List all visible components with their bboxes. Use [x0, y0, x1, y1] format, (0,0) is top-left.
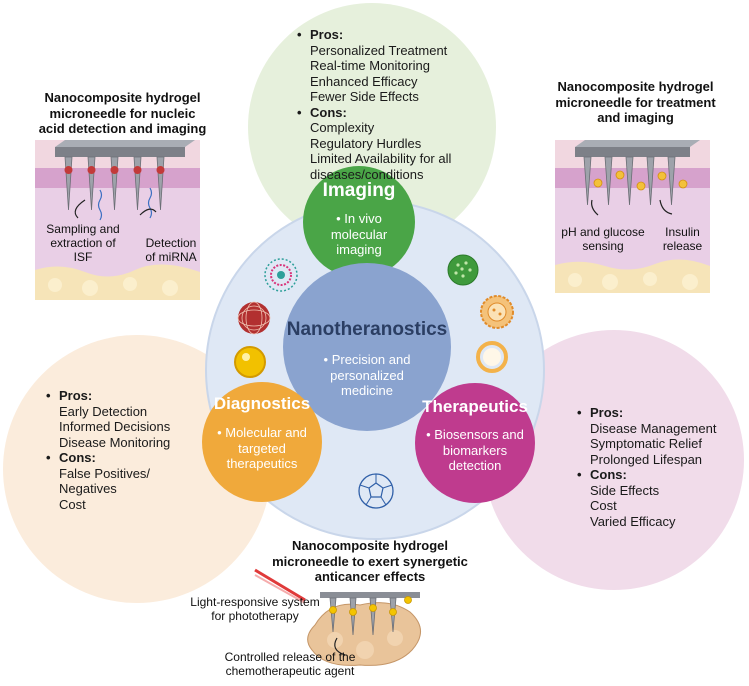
- left-label-b-1: Detection: [145, 236, 197, 250]
- right-label-a-2: sensing: [582, 239, 624, 253]
- imaging-con-2: Regulatory Hurdles: [310, 135, 422, 151]
- imaging-pro-1: Personalized Treatment: [310, 42, 448, 58]
- bottom-label-b-2: chemotherapeutic agent: [225, 664, 355, 678]
- therapeutics-pros-label: Pros:: [577, 405, 716, 421]
- imaging-pro-2: Real-time Monitoring: [310, 58, 430, 73]
- diagnostics-line-1: Molecular and: [225, 425, 307, 440]
- right-title-line-2: microneedle for treatment: [555, 94, 716, 110]
- therapeutics-line-2: biomarkers: [442, 442, 508, 458]
- therapeutics-pro-1: Disease Management: [590, 420, 717, 436]
- therapeutics-pros-cons: Pros: Disease Management Symptomatic Rel…: [577, 405, 717, 529]
- imaging-node: Imaging In vivo molecular imaging: [303, 166, 415, 278]
- nanotheranostics-node: Nanotheranostics Precision and personali…: [283, 263, 451, 431]
- bottom-label-a-2: for phototherapy: [211, 609, 299, 623]
- imaging-con-3: Limited Availability for all: [310, 151, 452, 166]
- therapeutics-line-3: detection: [448, 458, 502, 473]
- nanotheranostics-title: Nanotheranostics: [286, 319, 448, 340]
- left-title-line-3: acid detection and imaging: [38, 121, 207, 136]
- left-label-a-1: Sampling and: [46, 222, 120, 236]
- right-title-line-3: and imaging: [597, 110, 674, 125]
- diagnostics-pro-2: Informed Decisions: [59, 419, 171, 434]
- diagnostics-node: Diagnostics Molecular and targeted thera…: [202, 382, 322, 502]
- right-panel-title: Nanocomposite hydrogel microneedle for t…: [533, 79, 738, 126]
- diagnostics-line-3: therapeutics: [226, 456, 298, 471]
- imaging-con-4: diseases/conditions: [310, 166, 424, 182]
- right-label-a-1: pH and glucose: [561, 225, 645, 239]
- imaging-pros-label: Pros:: [297, 27, 451, 43]
- green-sphere-nanoparticle-icon: [447, 254, 479, 286]
- therapeutics-cons-label: Cons:: [577, 467, 716, 483]
- diagnostics-con-1: False Positives/: [59, 465, 151, 481]
- therapeutics-node: Therapeutics Biosensors and biomarkers d…: [415, 383, 535, 503]
- bottom-label-release: Controlled release of the chemotherapeut…: [210, 650, 370, 678]
- left-label-sampling: Sampling and extraction of ISF: [38, 222, 128, 264]
- bottom-label-a-1: Light-responsive system: [190, 595, 320, 609]
- right-label-b-2: release: [662, 239, 703, 253]
- left-label-a-3: ISF: [73, 250, 93, 264]
- bottom-label-b-1: Controlled release of the: [224, 650, 356, 664]
- center-line-1: Precision and: [331, 352, 411, 367]
- imaging-pro-3: Enhanced Efficacy: [310, 73, 418, 89]
- ring-nanoparticle-icon: [476, 341, 508, 373]
- right-label-insulin: Insulin release: [655, 225, 710, 253]
- therapeutics-bullet: Biosensors and biomarkers detection: [415, 427, 535, 474]
- diagnostics-con-2: Negatives: [59, 481, 117, 496]
- therapeutics-line-1: Biosensors and: [434, 427, 524, 442]
- therapeutics-title: Therapeutics: [422, 397, 528, 416]
- therapeutics-con-2: Cost: [590, 498, 617, 513]
- therapeutics-con-1: Side Effects: [590, 482, 660, 498]
- center-line-2: personalized: [330, 367, 404, 383]
- diagnostics-bullet: Molecular and targeted therapeutics: [202, 425, 322, 472]
- therapeutics-pro-3: Prolonged Lifespan: [590, 451, 703, 467]
- fullerene-nanoparticle-icon: [358, 473, 394, 509]
- bottom-title-line-3: anticancer effects: [314, 569, 426, 584]
- liposome-nanoparticle-icon: [480, 295, 514, 329]
- center-line-3: medicine: [340, 383, 394, 398]
- nanotheranostics-bullet: Precision and personalized medicine: [283, 352, 451, 399]
- right-label-b-1: Insulin: [665, 225, 700, 239]
- imaging-cons-label: Cons:: [297, 105, 451, 121]
- right-label-sensing: pH and glucose sensing: [553, 225, 653, 253]
- diagnostics-cons-label: Cons:: [46, 450, 170, 466]
- red-mesh-nanoparticle-icon: [237, 301, 271, 335]
- left-panel-title: Nanocomposite hydrogel microneedle for n…: [20, 90, 225, 137]
- imaging-pros-cons: Pros: Personalized Treatment Real-time M…: [297, 27, 452, 182]
- gold-nanoparticle-icon: [234, 346, 266, 378]
- diagnostics-pros-cons: Pros: Early Detection Informed Decisions…: [46, 388, 171, 512]
- imaging-title: Imaging: [322, 180, 396, 201]
- imaging-bullet-text: In vivo molecular imaging: [330, 211, 388, 257]
- left-title-line-2: microneedle for nucleic: [49, 105, 196, 121]
- bottom-title-line-2: microneedle to exert synergetic: [272, 553, 468, 569]
- diagnostics-line-2: targeted: [238, 440, 286, 456]
- bottom-label-light: Light-responsive system for phototherapy: [180, 595, 330, 623]
- bottom-panel-title: Nanocomposite hydrogel microneedle to ex…: [230, 538, 510, 585]
- diagnostics-pros-label: Pros:: [46, 388, 170, 404]
- therapeutics-con-3: Varied Efficacy: [590, 513, 676, 529]
- imaging-bullet: In vivo molecular imaging: [313, 211, 405, 258]
- starburst-nanoparticle-icon: [264, 258, 298, 292]
- left-label-detection: Detection of miRNA: [136, 236, 206, 264]
- diagnostics-pro-3: Disease Monitoring: [59, 434, 171, 450]
- bottom-title-line-1: Nanocomposite hydrogel: [291, 538, 449, 553]
- left-title-line-1: Nanocomposite hydrogel: [44, 90, 201, 105]
- diagnostics-title: Diagnostics: [213, 394, 311, 413]
- therapeutics-pro-2: Symptomatic Relief: [590, 436, 702, 451]
- right-title-line-1: Nanocomposite hydrogel: [557, 79, 714, 94]
- imaging-pro-4: Fewer Side Effects: [310, 89, 419, 104]
- diagnostics-con-3: Cost: [59, 496, 86, 512]
- left-label-a-2: extraction of: [50, 236, 116, 250]
- left-label-b-2: of miRNA: [145, 250, 197, 264]
- imaging-con-1: Complexity: [310, 120, 375, 135]
- diagnostics-pro-1: Early Detection: [59, 403, 148, 419]
